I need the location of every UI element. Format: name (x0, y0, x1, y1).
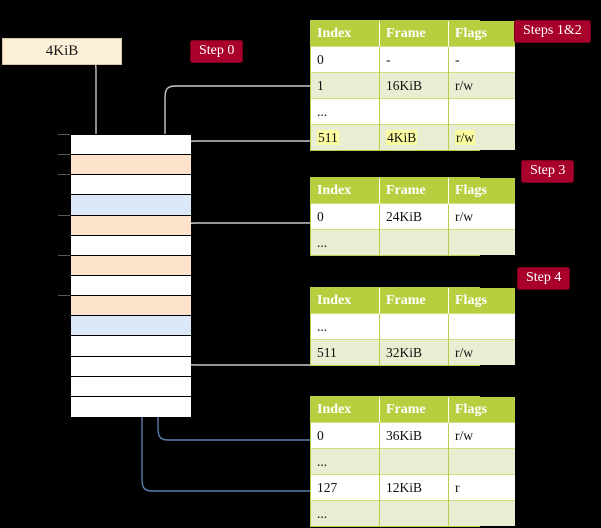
memory-frame-tick (58, 154, 70, 156)
column-header-flags: Flags (448, 397, 515, 423)
memory-frame-row (71, 255, 191, 276)
column-header-flags: Flags (448, 288, 515, 314)
highlighted-value: 4KiB (386, 129, 418, 145)
column-header-frame: Frame (379, 178, 449, 204)
cell-flags: r (448, 474, 515, 501)
memory-frame-row (71, 356, 191, 377)
table-row[interactable]: ... (311, 500, 515, 526)
memory-frame-row (71, 396, 191, 417)
step-badge-step-4: Step 4 (517, 267, 571, 290)
memory-frame-row (71, 215, 191, 236)
cell-flags (448, 500, 515, 526)
cell-index: ... (311, 500, 380, 526)
memory-frame-row (71, 195, 191, 216)
cell-index: ... (311, 313, 380, 340)
physical-memory-column (70, 134, 191, 417)
memory-frame-tick (58, 174, 70, 176)
cell-frame (379, 98, 449, 125)
cell-flags: r/w (448, 203, 515, 230)
memory-frame-tick (58, 214, 70, 216)
cell-flags: r/w (448, 339, 515, 365)
cell-index: ... (311, 229, 380, 255)
memory-frame-tick (58, 295, 70, 297)
column-header-flags: Flags (448, 178, 515, 204)
memory-frame-row (71, 135, 191, 156)
cell-flags (448, 98, 515, 125)
cell-index: 0 (311, 46, 380, 73)
cell-frame: 32KiB (379, 339, 449, 365)
table-row[interactable]: ... (311, 98, 515, 125)
table-row[interactable]: 0-- (311, 46, 515, 73)
cell-frame (379, 448, 449, 475)
table-row[interactable]: ... (311, 448, 515, 475)
memory-frame-row (71, 235, 191, 256)
cell-frame: 4KiB (379, 124, 449, 150)
cell-index: 1 (311, 72, 380, 99)
step-badge-step-3: Step 3 (521, 160, 575, 183)
frame-size-text: 4KiB (45, 43, 79, 59)
column-header-flags: Flags (448, 21, 515, 47)
cell-flags: - (448, 46, 515, 73)
cell-flags: r/w (448, 124, 515, 150)
step-badge-steps-1-2: Steps 1&2 (514, 20, 591, 43)
step-badge-step-0: Step 0 (190, 40, 244, 63)
table-row[interactable]: 511 4KiB r/w (311, 124, 515, 150)
highlighted-value: 511 (317, 129, 339, 145)
column-header-frame: Frame (379, 288, 449, 314)
cell-flags (448, 313, 515, 340)
column-header-index: Index (311, 397, 380, 423)
cell-frame: 16KiB (379, 72, 449, 99)
memory-frame-row (71, 296, 191, 317)
cell-frame: 36KiB (379, 422, 449, 449)
memory-frame-row (71, 276, 191, 297)
memory-frame-tick (58, 134, 70, 135)
cell-flags (448, 448, 515, 475)
frame-size-label: 4KiB (2, 38, 122, 65)
table-row[interactable]: ... (311, 229, 515, 255)
cell-frame (379, 313, 449, 340)
memory-frame-row (71, 336, 191, 357)
memory-frame-row (71, 316, 191, 337)
column-header-frame: Frame (379, 21, 449, 47)
cell-index: 511 (311, 124, 380, 150)
table-row[interactable]: ... (311, 313, 515, 340)
column-header-frame: Frame (379, 397, 449, 423)
cell-frame: 24KiB (379, 203, 449, 230)
column-header-index: Index (311, 178, 380, 204)
cell-flags: r/w (448, 422, 515, 449)
column-header-index: Index (311, 21, 380, 47)
cell-index: 511 (311, 339, 380, 365)
cell-flags: r/w (448, 72, 515, 99)
cell-flags (448, 229, 515, 255)
memory-frame-row (71, 155, 191, 176)
cell-index: 0 (311, 203, 380, 230)
cell-index: 127 (311, 474, 380, 501)
memory-frame-row (71, 175, 191, 196)
column-header-index: Index (311, 288, 380, 314)
memory-frame-row (71, 376, 191, 397)
cell-frame (379, 500, 449, 526)
cell-frame: 12KiB (379, 474, 449, 501)
highlighted-value: r/w (455, 129, 475, 145)
cell-index: ... (311, 448, 380, 475)
cell-index: ... (311, 98, 380, 125)
cell-frame (379, 229, 449, 255)
cell-index: 0 (311, 422, 380, 449)
cell-frame: - (379, 46, 449, 73)
memory-frame-tick (58, 254, 70, 256)
